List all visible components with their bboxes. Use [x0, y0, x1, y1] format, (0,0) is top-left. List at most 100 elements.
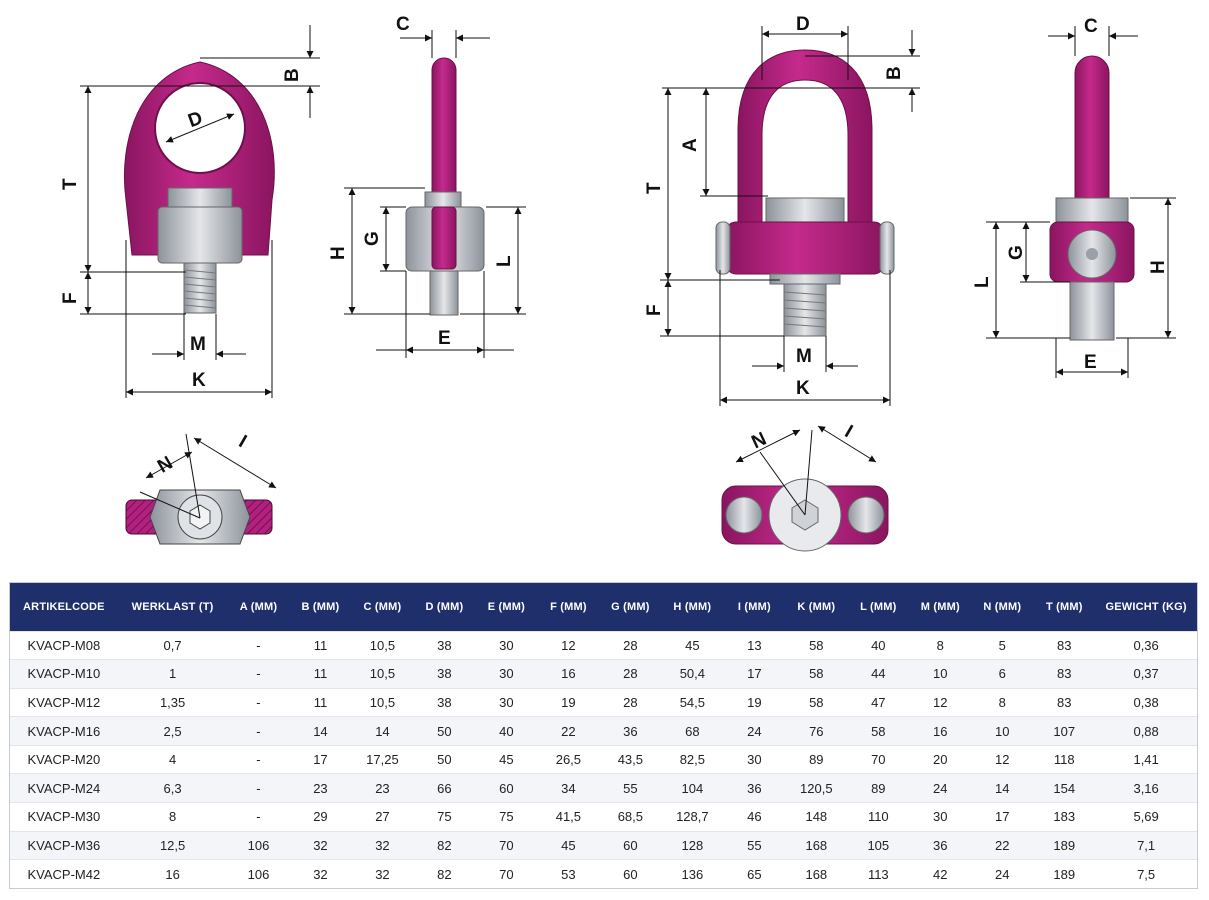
table-cell: 66: [413, 773, 476, 803]
table-cell: KVACP-M08: [10, 630, 118, 660]
right-top-view: N I: [721, 421, 889, 552]
table-cell: 12: [537, 630, 600, 660]
table-cell: 30: [475, 687, 538, 717]
table-cell: 19: [723, 687, 786, 717]
table-cell: 50,4: [661, 659, 724, 689]
column-header: C (MM): [351, 583, 414, 631]
dim-label-f: F: [644, 304, 665, 316]
table-cell: 16: [117, 859, 228, 889]
table-cell: 189: [1033, 859, 1096, 889]
table-cell: 50: [413, 716, 476, 746]
table-cell: KVACP-M10: [10, 659, 118, 689]
table-cell: 36: [599, 716, 662, 746]
hex-nut: [167, 187, 233, 209]
table-cell: 30: [475, 659, 538, 689]
table-cell: 10: [971, 716, 1034, 746]
column-header: ARTIKELCODE: [10, 583, 118, 631]
table-cell: 8: [117, 802, 228, 832]
table-cell: 0,37: [1095, 659, 1197, 689]
table-cell: 6,3: [117, 773, 228, 803]
table-cell: 28: [599, 630, 662, 660]
table-cell: 83: [1033, 659, 1096, 689]
table-cell: 28: [599, 659, 662, 689]
table-cell: 46: [723, 802, 786, 832]
table-cell: 106: [227, 830, 290, 860]
table-cell: 36: [723, 773, 786, 803]
drawings-svg: B D T F M K: [60, 14, 1176, 552]
table-cell: 44: [847, 659, 910, 689]
table-cell: 32: [289, 859, 352, 889]
table-cell: 19: [537, 687, 600, 717]
table-cell: -: [227, 773, 290, 803]
table-cell: 82,5: [661, 744, 724, 774]
table-cell: 148: [785, 802, 848, 832]
column-header: GEWICHT (KG): [1095, 583, 1197, 631]
dim-label-i: I: [841, 421, 856, 442]
table-cell: 38: [413, 687, 476, 717]
column-header: K (MM): [785, 583, 848, 631]
left-top-view: N I: [125, 431, 277, 545]
column-header: N (MM): [971, 583, 1034, 631]
table-cell: 83: [1033, 687, 1096, 717]
dim-label-f: F: [60, 292, 81, 304]
table-cell: KVACP-M12: [10, 687, 118, 717]
left-side-view: C H G L E: [328, 14, 526, 358]
table-cell: -: [227, 744, 290, 774]
table-cell: 43,5: [599, 744, 662, 774]
table-cell: KVACP-M42: [10, 859, 118, 889]
dim-label-a: A: [680, 138, 701, 152]
table-cell: 30: [475, 630, 538, 660]
table-cell: 5: [971, 630, 1034, 660]
table-cell: 12,5: [117, 830, 228, 860]
table-cell: 8: [971, 687, 1034, 717]
table-cell: -: [227, 687, 290, 717]
table-cell: 107: [1033, 716, 1096, 746]
table-cell: 83: [1033, 630, 1096, 660]
table-cell: 20: [909, 744, 972, 774]
table-cell: 6: [971, 659, 1034, 689]
table-cell: 22: [971, 830, 1034, 860]
table-cell: -: [227, 659, 290, 689]
table-cell: 136: [661, 859, 724, 889]
table-cell: 70: [475, 830, 538, 860]
table-cell: 34: [537, 773, 600, 803]
dim-label-n: N: [154, 452, 176, 477]
table-cell: 128: [661, 830, 724, 860]
table-cell: 189: [1033, 830, 1096, 860]
column-header: F (MM): [537, 583, 600, 631]
table-cell: 2,5: [117, 716, 228, 746]
table-cell: 11: [289, 687, 352, 717]
table-cell: 0,7: [117, 630, 228, 660]
swivel-body: [157, 206, 243, 264]
table-cell: 82: [413, 830, 476, 860]
table-cell: 16: [537, 659, 600, 689]
table-cell: -: [227, 716, 290, 746]
table-cell: 168: [785, 830, 848, 860]
table-cell: 106: [227, 859, 290, 889]
table-cell: 65: [723, 859, 786, 889]
table-cell: 10,5: [351, 687, 414, 717]
table-cell: 8: [909, 630, 972, 660]
column-header: WERKLAST (T): [117, 583, 228, 631]
table-cell: 17,25: [351, 744, 414, 774]
table-cell: 5,69: [1095, 802, 1197, 832]
table-cell: 0,38: [1095, 687, 1197, 717]
dim-label-g: G: [1006, 245, 1027, 260]
dim-label-d: D: [185, 108, 205, 132]
table-cell: 89: [847, 773, 910, 803]
table-cell: 76: [785, 716, 848, 746]
table-cell: 17: [971, 802, 1034, 832]
table-cell: 58: [847, 716, 910, 746]
table-cell: KVACP-M16: [10, 716, 118, 746]
dim-label-n: N: [749, 429, 770, 454]
dim-label-t: T: [60, 178, 81, 190]
table-cell: 32: [289, 830, 352, 860]
column-header: H (MM): [661, 583, 724, 631]
table-cell: 47: [847, 687, 910, 717]
